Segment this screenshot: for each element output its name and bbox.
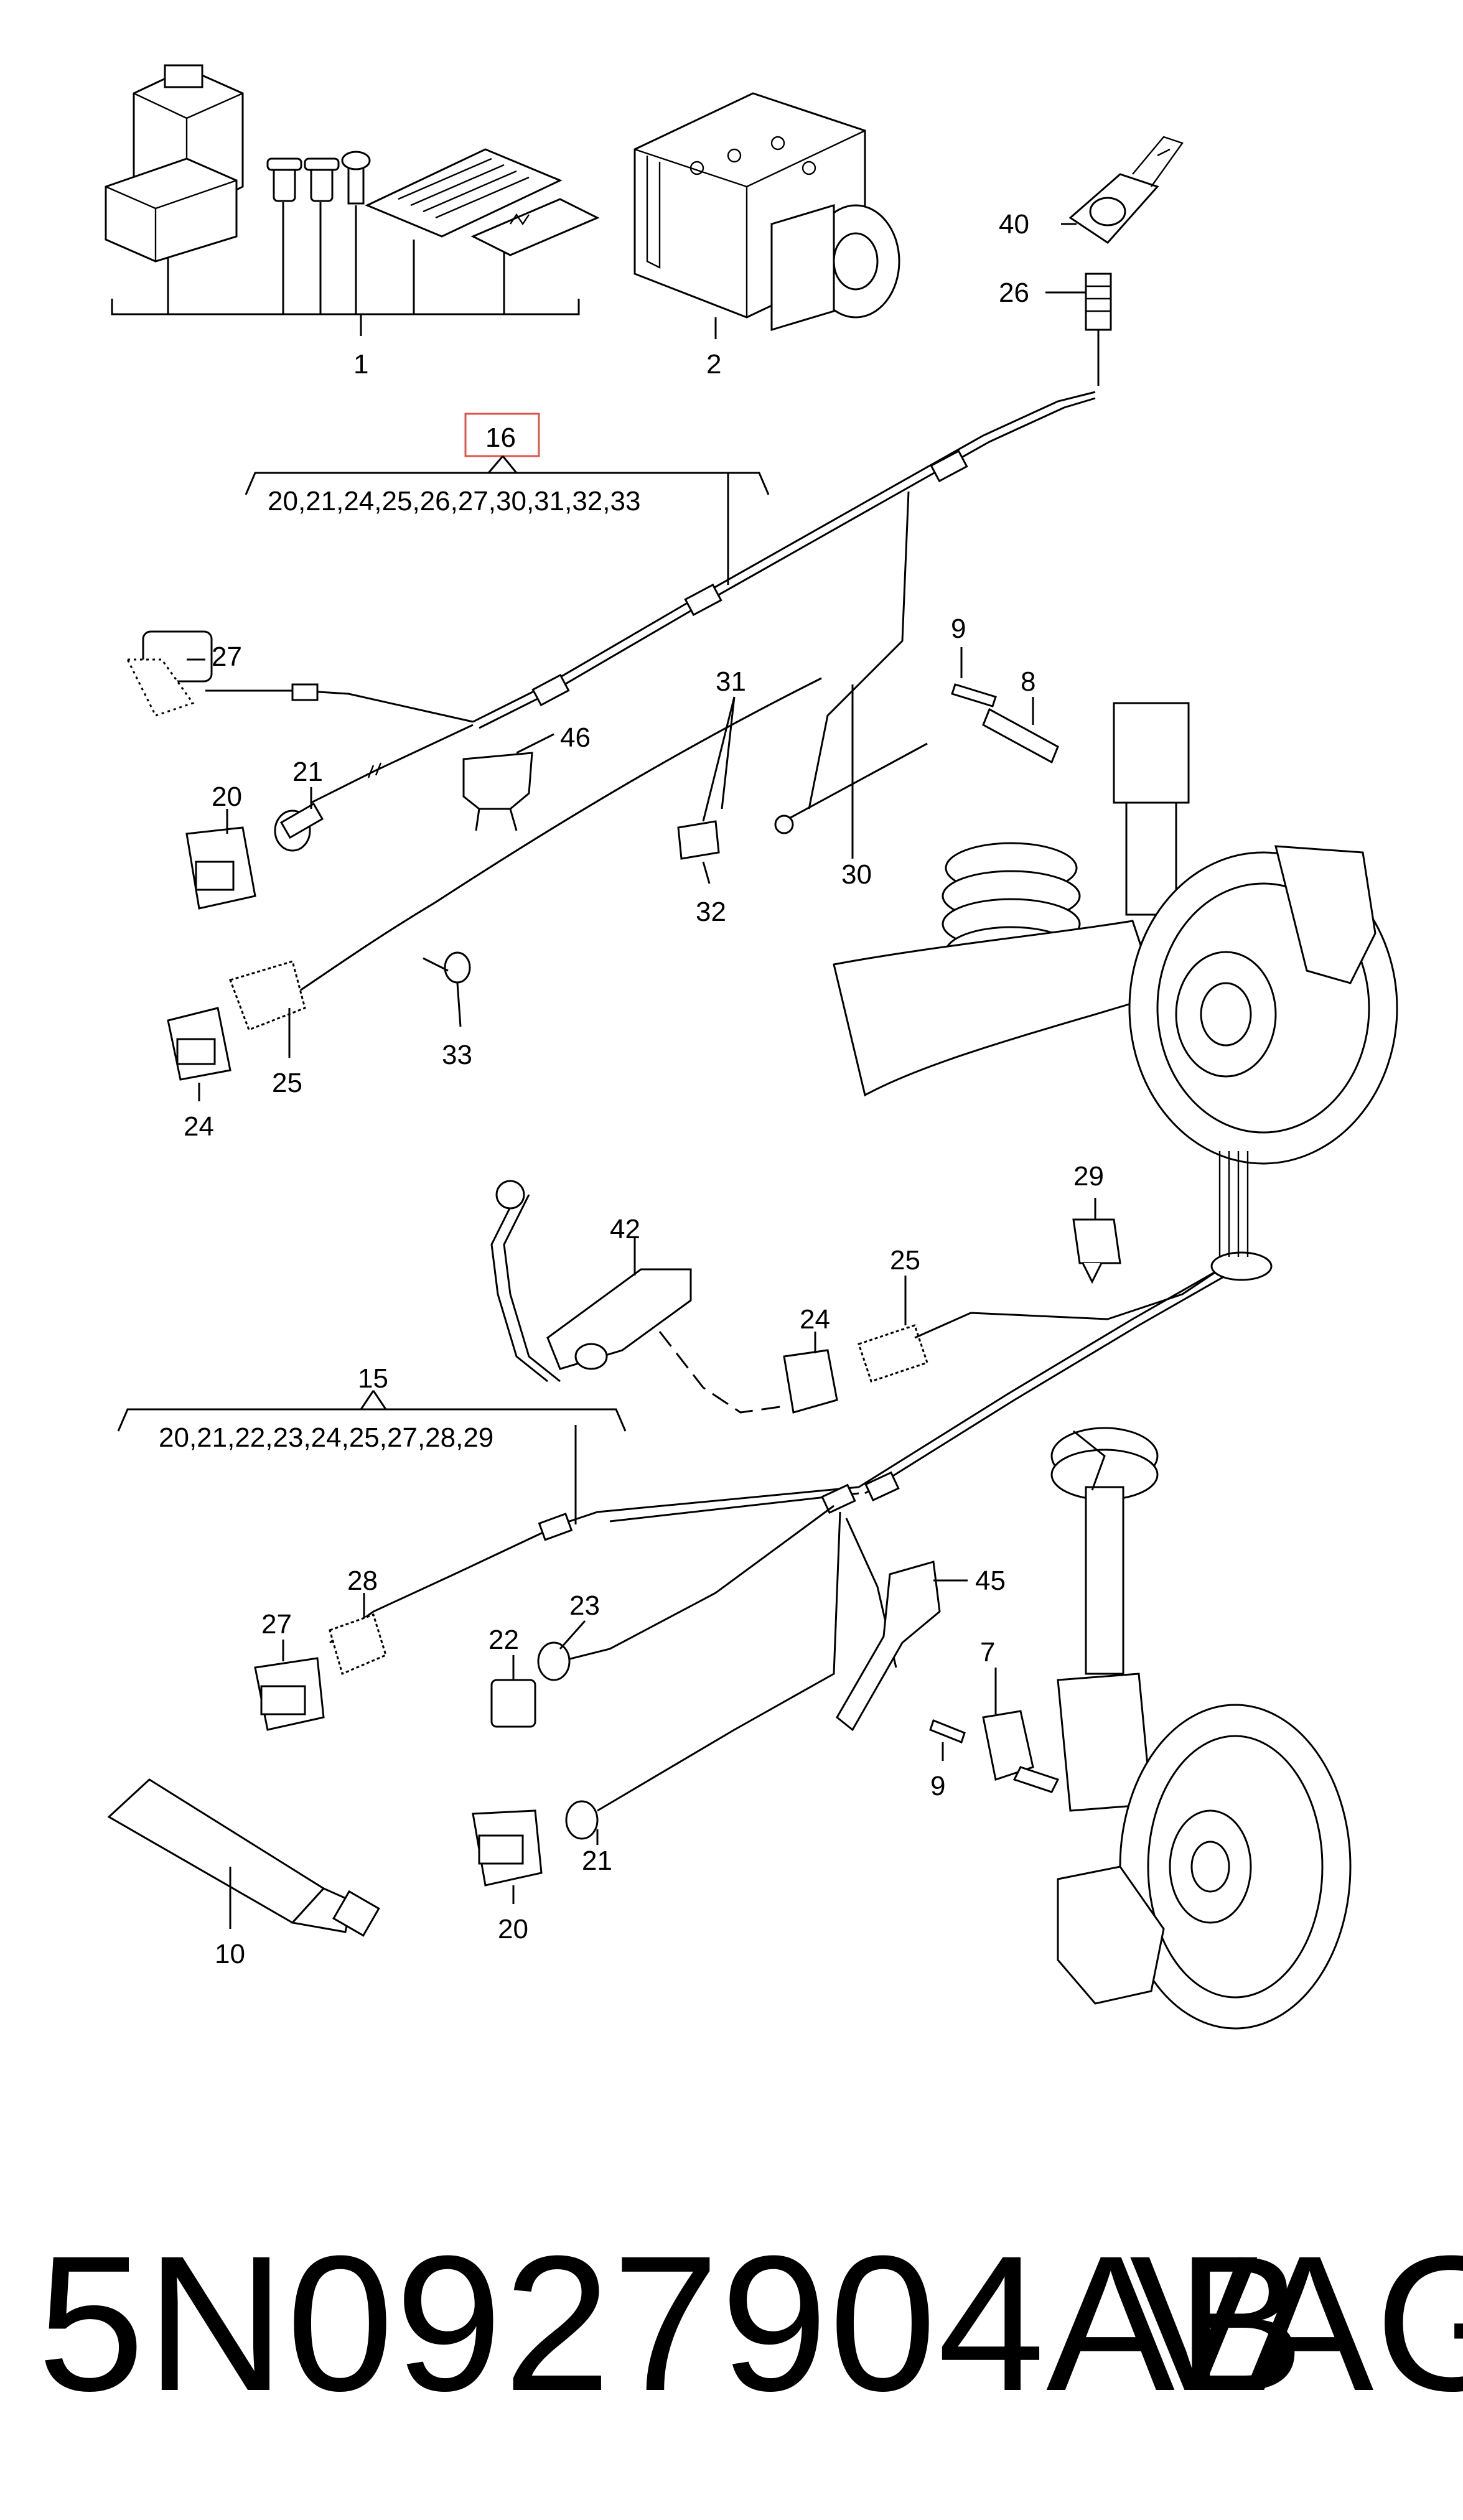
front-harness-15 [254,1151,1273,1887]
callout-28: 28 [347,1566,378,1596]
callout-1: 1 [353,349,368,380]
callout-26-top: 26 [999,278,1029,308]
part-number: 5N0927904AB [37,2215,1306,2431]
callout-9-rear: 9 [951,614,966,644]
callout-40: 40 [999,209,1029,240]
callout-30: 30 [841,859,872,890]
callout-24-front: 24 [800,1304,830,1335]
callout-21-rear: 21 [292,757,323,787]
callout-33: 33 [442,1040,472,1070]
callout-25-rear: 25 [272,1068,302,1098]
callout-27-front: 27 [261,1609,292,1640]
callout-2: 2 [706,349,721,380]
callout-20-rear: 20 [212,782,242,812]
group-16-parts: 20,21,24,25,26,27,30,31,32,33 [268,486,640,516]
callout-32: 32 [696,897,726,927]
callout-25-front: 25 [890,1245,920,1276]
callout-46: 46 [560,722,591,753]
group-15-parts: 20,21,22,23,24,25,27,28,29 [159,1422,493,1453]
front-brake-assembly [929,1427,1352,2030]
callout-21-front: 21 [582,1846,612,1876]
callout-42: 42 [610,1214,640,1244]
callout-23: 23 [569,1590,600,1621]
callout-20-front: 20 [498,1914,528,1944]
rear-brake-assembly [833,683,1398,1165]
level-sensor-bracket [1068,136,1184,386]
callout-15: 15 [358,1363,388,1394]
rear-harness-16 [126,391,1096,1081]
abs-control-unit-kit [105,64,600,263]
callout-29: 29 [1073,1161,1104,1192]
abs-hydraulic-unit [633,92,900,332]
callout-22: 22 [488,1625,519,1655]
brand-name: VAG [1129,2215,1463,2431]
callout-9-front: 9 [930,1771,945,1801]
grease-tube [107,1778,380,1937]
callout-8: 8 [1021,666,1035,697]
callout-27-rear: 27 [212,642,242,672]
callout-16: 16 [485,422,516,453]
callout-10: 10 [215,1939,245,1969]
callout-45: 45 [975,1566,1006,1596]
callout-7: 7 [980,1637,995,1668]
callout-31: 31 [716,666,746,697]
callout-24-rear: 24 [184,1111,214,1142]
